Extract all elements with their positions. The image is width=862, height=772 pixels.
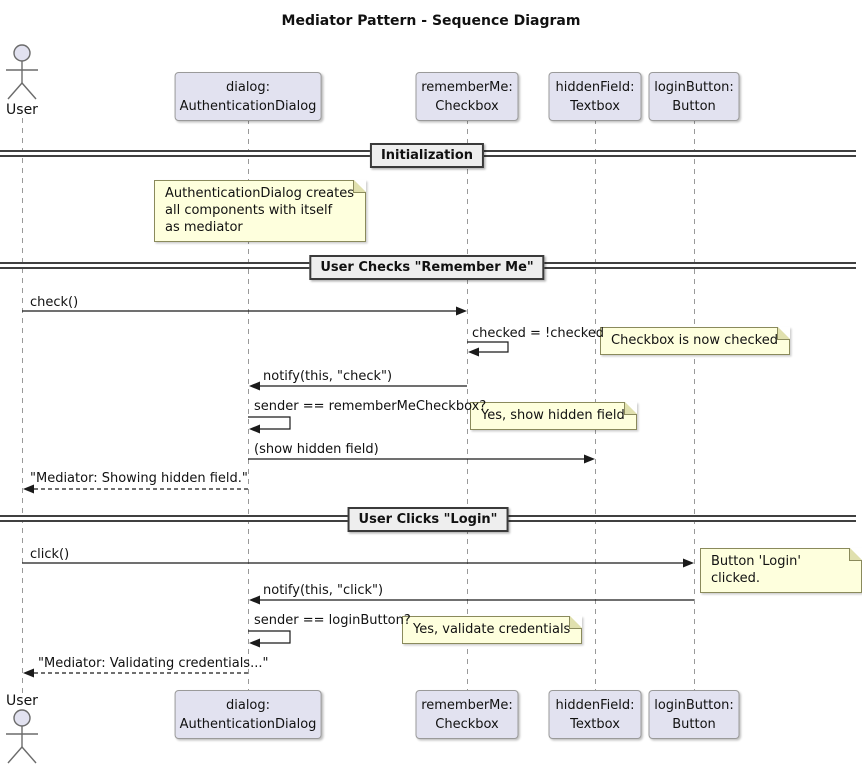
message-label-show-hidden-field: (show hidden field) (254, 442, 379, 457)
participant-loginButton-bottom: loginButton: Button (648, 690, 740, 739)
note-text: Yes, show hidden field (481, 408, 625, 423)
arrow-mediator-validating-return (23, 668, 248, 678)
actor-user-bottom (6, 709, 38, 764)
participant-name-line2: Checkbox (435, 98, 499, 114)
note-text: Checkbox is now checked (611, 333, 778, 348)
divider-user-clicks-login: User Clicks "Login" (347, 507, 509, 532)
message-label-toggle-checked: checked = !checked (472, 326, 605, 341)
note-validate-credentials: Yes, validate credentials (402, 616, 583, 644)
participant-name-line1: hiddenField: (555, 79, 635, 95)
note-checkbox-checked: Checkbox is now checked (600, 327, 790, 355)
participant-name-line1: rememberMe: (421, 697, 513, 713)
arrow-click (22, 558, 694, 568)
participant-hiddenField-bottom: hiddenField: Textbox (548, 690, 642, 739)
actor-user-top-label: User (6, 102, 38, 118)
participant-name-line1: loginButton: (654, 697, 734, 713)
participant-hiddenField-top: hiddenField: Textbox (548, 72, 642, 121)
note-fold-icon (569, 616, 583, 629)
divider-initialization: Initialization (369, 143, 485, 168)
arrow-toggle-checked-self (467, 341, 509, 357)
message-label-notify-click: notify(this, "click") (263, 583, 384, 598)
message-label-mediator-showing: "Mediator: Showing hidden field." (30, 471, 248, 486)
participant-rememberMe-bottom: rememberMe: Checkbox (415, 690, 519, 739)
participant-name-line2: Textbox (570, 716, 620, 732)
participant-name-line1: dialog: (225, 79, 271, 95)
actor-head (13, 44, 31, 62)
note-text: AuthenticationDialog creates all compone… (165, 186, 355, 235)
participant-dialog-top: dialog: AuthenticationDialog (174, 72, 322, 121)
message-arrows (22, 306, 694, 678)
participant-loginButton-top: loginButton: Button (648, 72, 740, 121)
actor-user-bottom-label: User (6, 693, 38, 709)
actor-leg-left (7, 82, 23, 100)
actor-leg-right (21, 746, 37, 764)
arrow-check (22, 306, 467, 316)
arrow-notify-check (249, 381, 467, 391)
message-label-mediator-validating: "Mediator: Validating credentials..." (38, 656, 269, 671)
participant-name-line2: Textbox (570, 98, 620, 114)
note-text: Button 'Login' clicked. (711, 554, 801, 586)
participant-dialog-bottom: dialog: AuthenticationDialog (174, 690, 322, 739)
participant-name-line1: hiddenField: (555, 697, 635, 713)
participant-name-line2: Checkbox (435, 716, 499, 732)
note-fold-icon (353, 180, 367, 193)
lifelines (22, 118, 695, 694)
message-label-sender-login: sender == loginButton? (254, 613, 411, 628)
note-initialization: AuthenticationDialog creates all compone… (154, 180, 367, 242)
participant-name-line2: Button (672, 98, 716, 114)
participant-name-line2: Button (672, 716, 716, 732)
note-fold-icon (776, 327, 790, 340)
actor-head (13, 709, 31, 727)
note-login-clicked: Button 'Login' clicked. (700, 548, 862, 593)
arrow-sender-login-self (248, 630, 291, 648)
note-fold-icon (849, 548, 862, 561)
actor-leg-left (7, 746, 23, 764)
participant-name-line2: AuthenticationDialog (179, 98, 317, 114)
participant-name-line1: rememberMe: (421, 79, 513, 95)
note-fold-icon (623, 402, 637, 415)
divider-user-checks-remember-me: User Checks "Remember Me" (309, 255, 545, 280)
actor-user-top (6, 44, 38, 100)
message-label-notify-check: notify(this, "check") (263, 369, 393, 384)
note-text: Yes, validate credentials (413, 622, 571, 637)
participant-name-line1: dialog: (225, 697, 271, 713)
diagram-title: Mediator Pattern - Sequence Diagram (281, 13, 581, 29)
participant-rememberMe-top: rememberMe: Checkbox (415, 72, 519, 121)
message-label-click: click() (30, 547, 70, 562)
participant-name-line1: loginButton: (654, 79, 734, 95)
arrow-sender-checkbox-self (248, 416, 291, 434)
participant-name-line2: AuthenticationDialog (179, 716, 317, 732)
arrow-mediator-showing-return (23, 484, 248, 494)
arrow-show-hidden-field (248, 454, 595, 464)
message-label-sender-checkbox: sender == rememberMeCheckbox? (254, 399, 487, 414)
message-label-check: check() (30, 295, 79, 310)
note-show-hidden-field: Yes, show hidden field (470, 402, 637, 430)
arrow-notify-click (249, 595, 694, 605)
actor-leg-right (21, 82, 37, 100)
